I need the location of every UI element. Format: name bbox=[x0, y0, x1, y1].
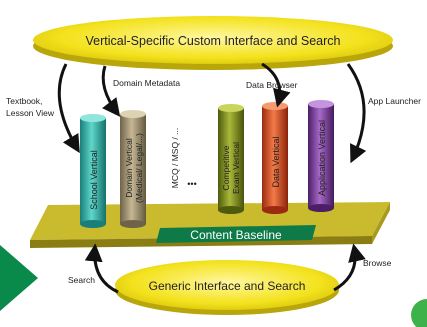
arrow-textbook bbox=[57, 63, 80, 154]
corner-arrow-left bbox=[0, 245, 38, 311]
domain-vertical-sublabel: (Medical/ Legal/...) bbox=[134, 133, 144, 203]
data-vertical-cylinder: Data Vertical bbox=[262, 102, 288, 214]
ellipsis-dots: ••• bbox=[187, 179, 196, 189]
browse-label: Browse bbox=[363, 258, 392, 268]
domain-vertical-label: Domain Vertical bbox=[124, 138, 134, 198]
arrow-browse bbox=[333, 243, 366, 292]
textbook-label: Textbook, bbox=[6, 96, 42, 106]
school-vertical-label: School Vertical bbox=[89, 150, 99, 210]
arrow-data-browser bbox=[261, 62, 291, 108]
app-launcher-label: App Launcher bbox=[368, 96, 421, 106]
bottom-disc-label: Generic Interface and Search bbox=[149, 279, 306, 293]
school-vertical-cylinder: School Vertical bbox=[80, 114, 106, 228]
application-vertical-label: Application Vertical bbox=[317, 120, 327, 196]
arrow-app-launcher bbox=[346, 63, 367, 164]
domain-metadata-label: Domain Metadata bbox=[113, 78, 180, 88]
competitive-sublabel: Exam Vertical bbox=[231, 142, 241, 194]
data-vertical-label: Data Vertical bbox=[271, 136, 281, 187]
application-vertical-cylinder: Application Vertical bbox=[308, 100, 334, 212]
corner-badge-right bbox=[411, 299, 427, 327]
arrow-domain-metadata bbox=[101, 65, 121, 117]
content-baseline-label: Content Baseline bbox=[190, 228, 282, 242]
mcq-label: MCQ / MSQ / ... bbox=[170, 128, 180, 188]
competitive-label: Competitive bbox=[221, 145, 231, 190]
lesson-view-label: Lesson View bbox=[6, 108, 55, 118]
top-disc-label: Vertical-Specific Custom Interface and S… bbox=[86, 34, 341, 48]
search-label: Search bbox=[68, 275, 95, 285]
data-browser-label: Data Browser bbox=[246, 80, 298, 90]
arrow-search bbox=[84, 243, 119, 294]
top-interface-disc: Vertical-Specific Custom Interface and S… bbox=[33, 16, 393, 70]
bottom-interface-disc: Generic Interface and Search bbox=[115, 260, 339, 315]
domain-vertical-cylinder: Domain Vertical (Medical/ Legal/...) bbox=[120, 110, 146, 228]
competitive-exam-vertical-cylinder: Competitive Exam Vertical bbox=[218, 104, 244, 214]
